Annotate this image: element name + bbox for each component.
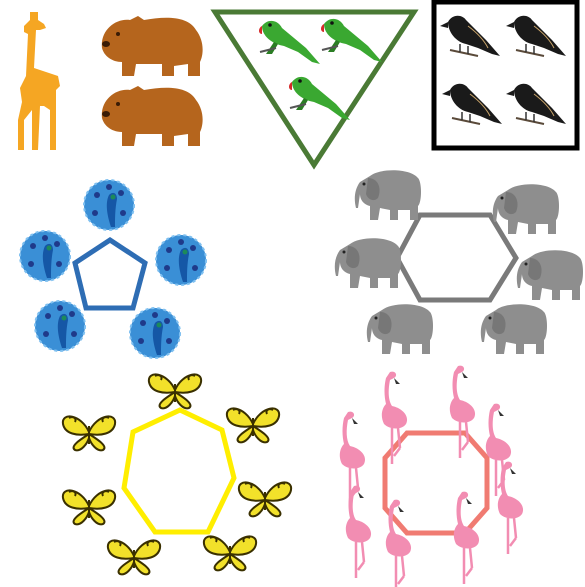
pentagon-frame [72,237,148,311]
parrot-icon [320,17,383,63]
peacock-icon [34,300,86,352]
raven-icon [439,14,501,58]
butterfly-icon [202,535,258,572]
peacock-icon [19,230,71,282]
elephant-group [334,170,583,354]
butterfly-icon [106,539,162,576]
flamingo-icon [484,402,513,498]
bear-icon [101,86,203,146]
peacock-icon [83,179,135,231]
bear-icon [101,16,203,76]
peacock-group [19,179,207,359]
elephant-icon [366,304,433,354]
butterfly-icon [61,415,117,452]
peacock-icon [129,307,181,359]
parrot-group [210,9,419,170]
butterfly-icon [225,407,281,444]
triangle-frame [210,9,419,170]
butterfly-group [61,373,293,576]
bear-group [101,16,203,146]
giraffe-icon [18,12,60,150]
elephant-icon [492,184,559,234]
heptagon-frame [121,407,237,535]
raven-group [431,0,580,151]
flamingo-group [338,364,525,587]
elephant-icon [480,304,547,354]
butterfly-icon [237,481,293,518]
flamingo-icon [496,460,525,556]
butterfly-icon [147,373,203,410]
elephant-icon [516,250,583,300]
giraffe-group [18,12,60,150]
hexagon-frame [394,212,519,303]
butterfly-icon [61,489,117,526]
elephant-icon [354,170,421,220]
elephant-icon [334,238,401,288]
peacock-icon [155,234,207,286]
flamingo-icon [452,490,481,586]
square-frame [431,0,580,151]
flamingo-icon [384,498,413,587]
raven-icon [505,82,567,125]
parrot-icon [288,75,351,121]
flamingo-icon [344,484,373,580]
parrot-icon [258,19,321,65]
raven-icon [441,82,503,125]
raven-icon [505,14,567,58]
flamingo-icon [448,364,477,460]
octagon-frame [382,430,490,536]
